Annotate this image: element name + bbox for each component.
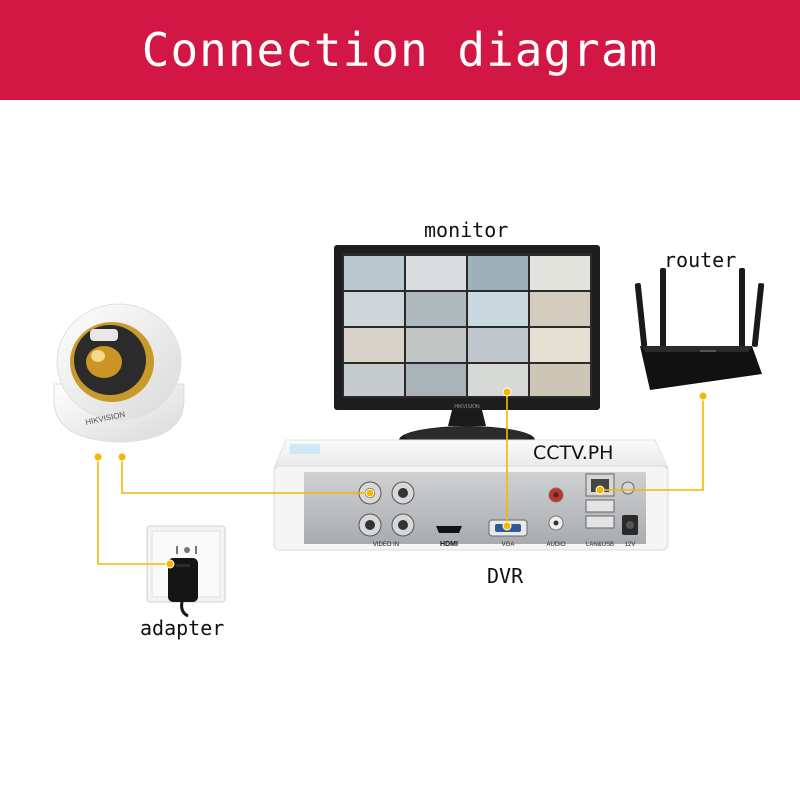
watermark-label: CCTV.PH bbox=[533, 442, 613, 464]
wire-dot bbox=[94, 453, 102, 461]
monitor: HIKVISION bbox=[334, 245, 600, 454]
video-in-label: VIDEO IN bbox=[373, 542, 399, 548]
dvr-label: DVR bbox=[487, 564, 523, 588]
router-body bbox=[640, 346, 762, 390]
wire-dot bbox=[503, 388, 511, 396]
router-antenna bbox=[635, 283, 648, 347]
wire-dot bbox=[166, 560, 174, 568]
router-label: router bbox=[664, 248, 736, 272]
router bbox=[635, 268, 765, 390]
wire-dot bbox=[366, 489, 374, 497]
router-antenna bbox=[739, 268, 745, 348]
hdmi-label: HDMI bbox=[440, 541, 458, 548]
lan-usb-label: LAN&USB bbox=[586, 542, 614, 548]
monitor-label: monitor bbox=[424, 218, 508, 242]
adapter-label: adapter bbox=[140, 616, 224, 640]
audio-label: AUDIO bbox=[546, 542, 565, 548]
ground-screw bbox=[622, 482, 634, 494]
monitor-brand-logo: HIKVISION bbox=[454, 404, 480, 410]
router-antenna bbox=[752, 283, 765, 347]
camera-light bbox=[86, 346, 122, 378]
vga-label: VGA bbox=[502, 542, 515, 548]
router-antenna bbox=[660, 268, 666, 348]
wire-dot bbox=[503, 522, 511, 530]
wire-dot bbox=[699, 392, 707, 400]
wire-dot bbox=[118, 453, 126, 461]
monitor-neck bbox=[448, 410, 486, 426]
power-label: 12V bbox=[625, 542, 636, 548]
dome-camera: HIKVISION bbox=[54, 304, 184, 442]
wire-dot bbox=[596, 486, 604, 494]
